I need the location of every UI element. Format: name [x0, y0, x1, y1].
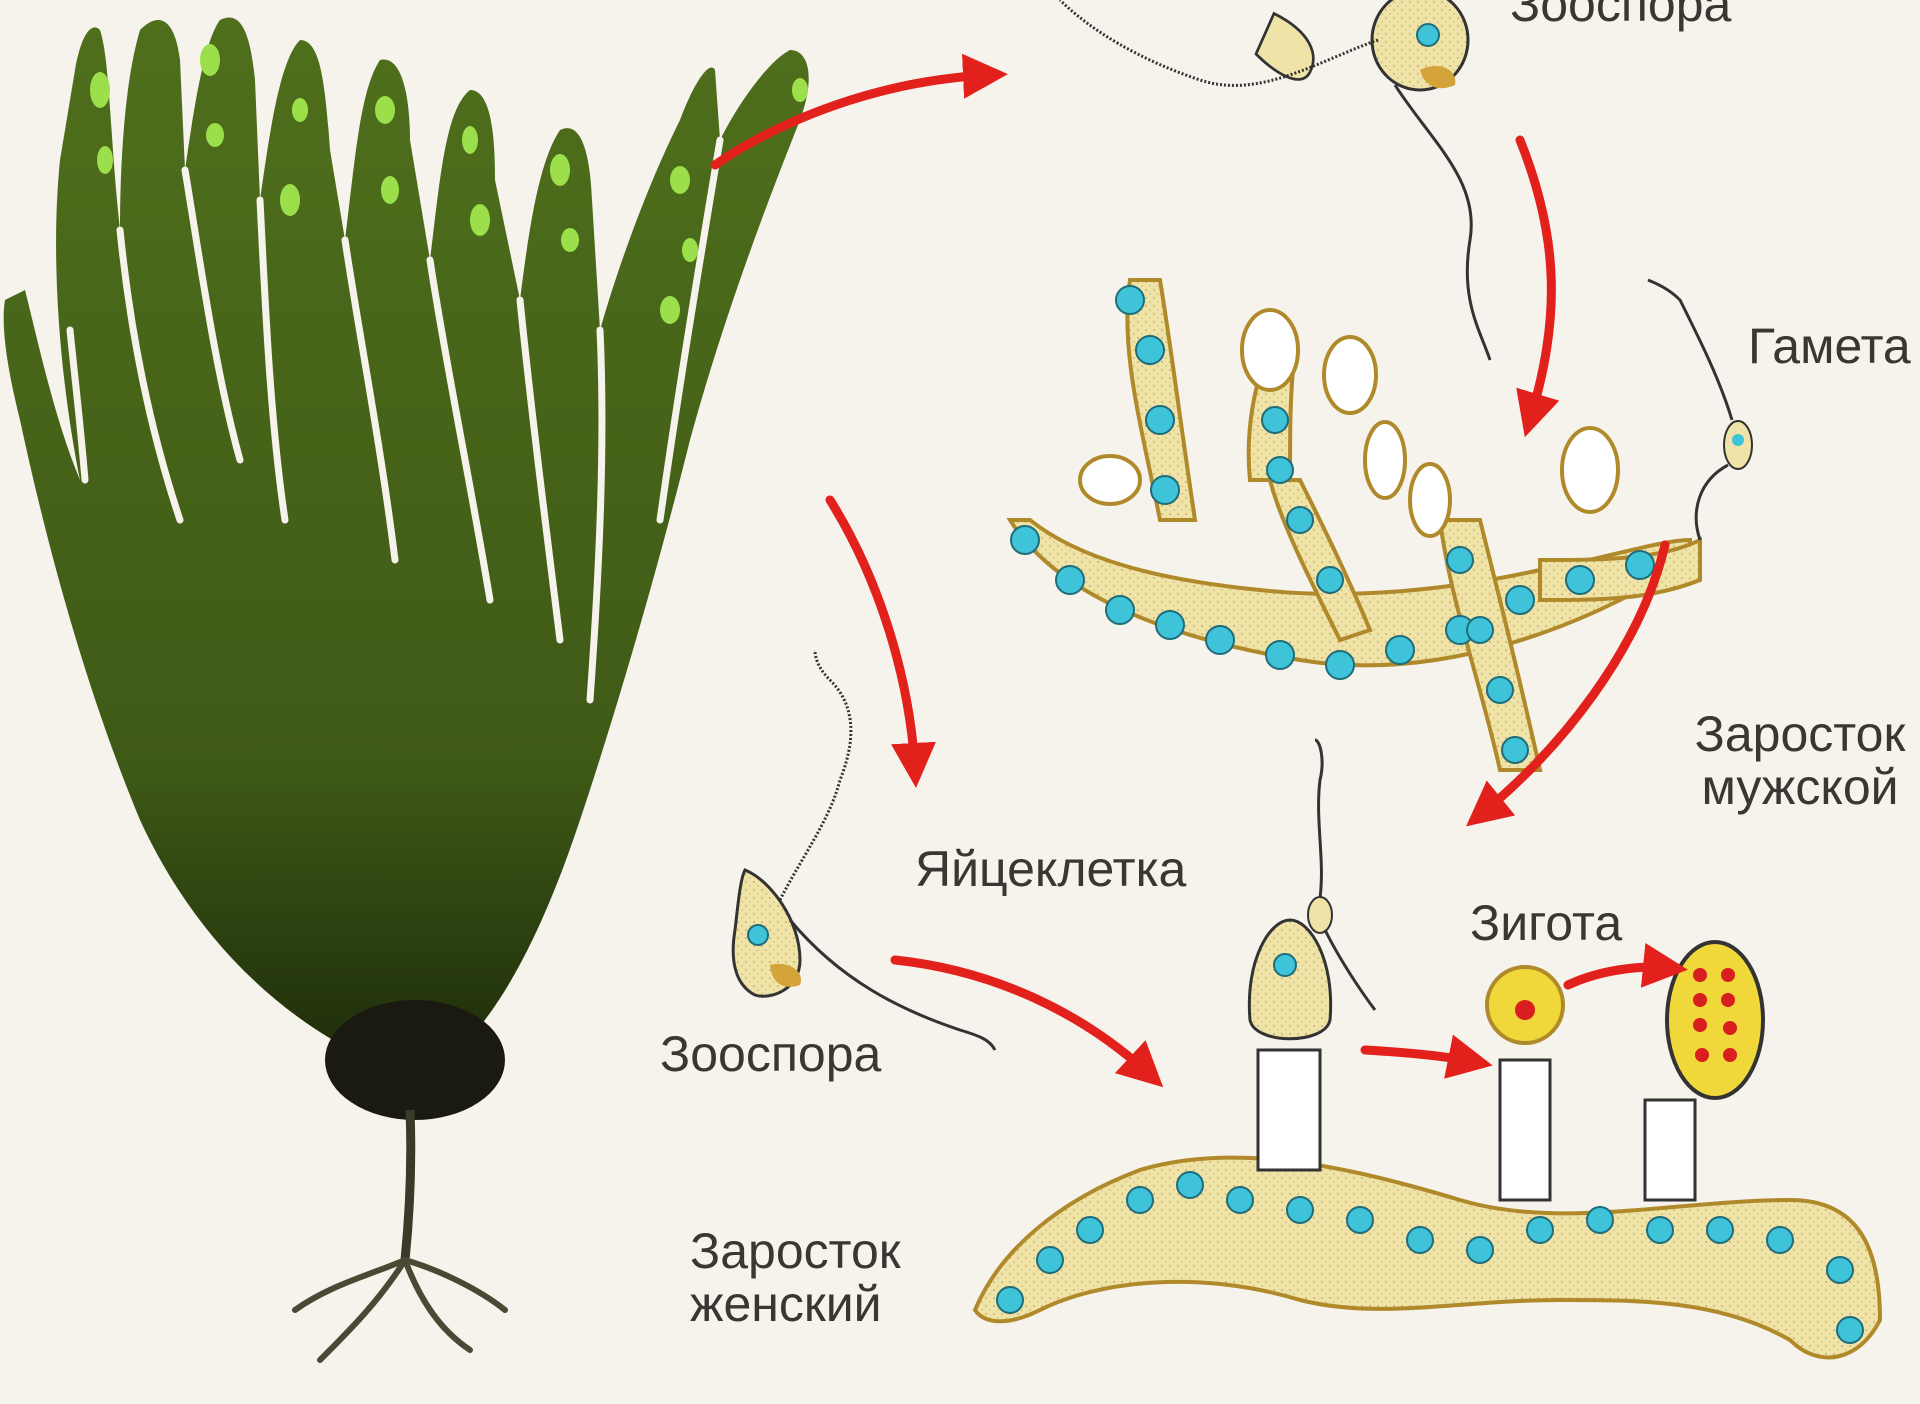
label-zarostok-muzhskoy: Заросток мужской	[1680, 708, 1920, 813]
arrow-frond-to-zoospore-left	[830, 500, 915, 770]
male-gametophyte	[1010, 280, 1752, 770]
female-gametophyte	[975, 740, 1880, 1357]
arrow-egg-to-zygote	[1365, 1050, 1475, 1062]
label-zigota: Зигота	[1470, 897, 1622, 950]
label-zarostok-muzhskoy-line2: мужской	[1680, 761, 1920, 814]
label-zoospore-left: Зооспора	[660, 1028, 881, 1081]
label-zoospore-top: Зооспора	[1510, 0, 1731, 31]
label-yaytsekletka: Яйцеклетка	[915, 843, 1186, 896]
kelp-sporophyte	[4, 18, 809, 1361]
label-zarostok-zhenskiy-line1: Заросток	[690, 1225, 901, 1278]
arrow-zoospore-to-female	[895, 960, 1150, 1075]
label-zarostok-zhenskiy: Заросток женский	[690, 1225, 901, 1330]
label-gameta: Гамета	[1748, 320, 1911, 373]
arrow-zoospore-to-male	[1520, 140, 1551, 420]
label-zarostok-zhenskiy-line2: женский	[690, 1278, 901, 1331]
label-zarostok-muzhskoy-line1: Заросток	[1680, 708, 1920, 761]
arrow-zygote-to-sporophyte	[1568, 967, 1670, 985]
